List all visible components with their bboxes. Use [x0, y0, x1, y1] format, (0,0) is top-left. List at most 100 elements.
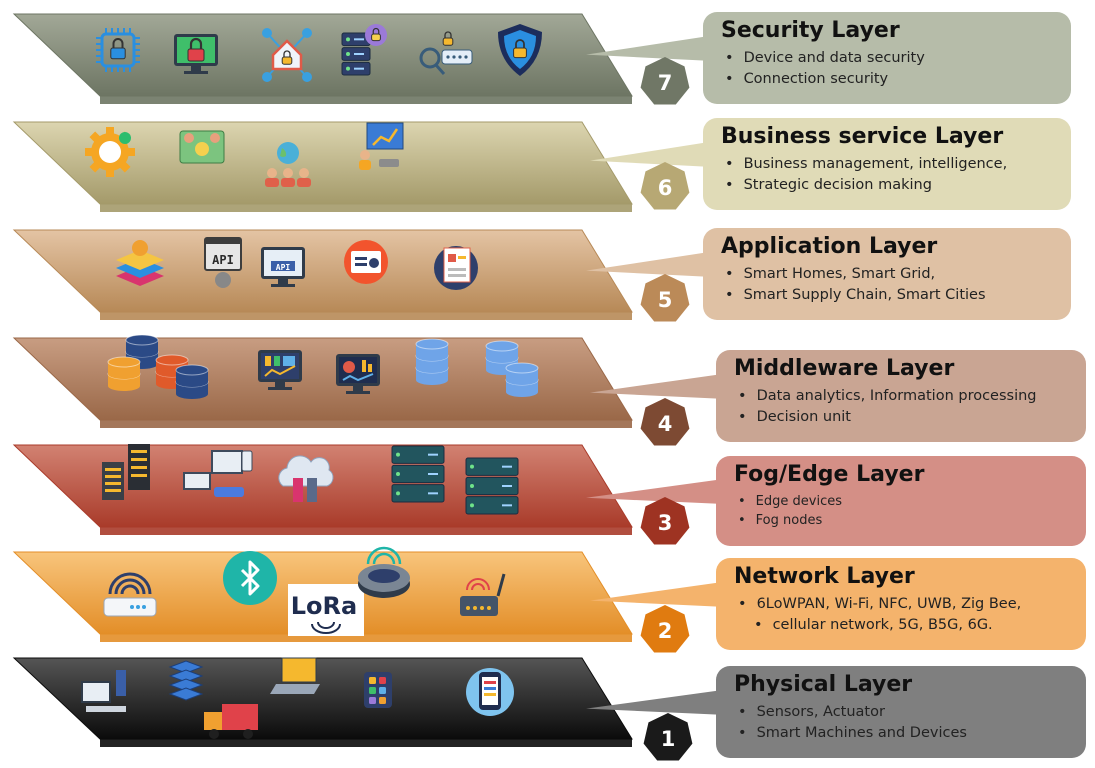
- rack-server-icon: [391, 445, 445, 503]
- callout-pointer: [590, 582, 718, 607]
- server-stack-icon: [168, 660, 204, 701]
- database-icon: [415, 338, 449, 385]
- analytics-monitor-icon: [336, 354, 380, 394]
- smartphone-apps-icon: [364, 672, 392, 708]
- layer-title: Business service Layer: [721, 124, 1004, 149]
- callout-pointer: [590, 142, 705, 167]
- layer-number: 2: [658, 619, 673, 643]
- modem-icon: [460, 573, 506, 616]
- presentation-chart-icon: [359, 122, 404, 170]
- layer-number: 7: [658, 71, 673, 95]
- layer-number-badge: [640, 162, 690, 210]
- layer-slab-edge: [100, 420, 632, 428]
- layer-number-badge: [640, 398, 690, 446]
- database-stacks-icon: [107, 334, 209, 399]
- settings-window-icon: [344, 240, 388, 284]
- layer-title: Fog/Edge Layer: [734, 462, 925, 487]
- callout-pointer: [586, 479, 718, 504]
- layer-slab-edge: [100, 312, 632, 320]
- layer-bullet: Smart Machines and Devices: [738, 723, 1072, 744]
- layer-title: Security Layer: [721, 18, 900, 43]
- wifi-router-icon: [103, 572, 157, 617]
- layer-bullet: Decision unit: [738, 407, 1072, 428]
- layer-number: 1: [661, 727, 676, 751]
- connected-devices-icon: [183, 450, 253, 497]
- layer-slab-7: [12, 13, 633, 97]
- computer-workstation-icon: [81, 670, 126, 712]
- layer-bullet: Business management, intelligence,: [725, 154, 1057, 175]
- layer-slab-edge: [100, 204, 632, 212]
- dashboard-monitor-icon: [258, 350, 302, 390]
- api-label: API: [212, 253, 234, 267]
- cloud-server-icon: [278, 455, 334, 502]
- home-network-lock-icon: [262, 28, 312, 82]
- layer-bullet: 6LoWPAN, Wi-Fi, NFC, UWB, Zig Bee,: [738, 594, 1072, 615]
- layer-number: 5: [658, 288, 673, 312]
- lora-label: LoRa: [291, 592, 357, 620]
- key-password-icon: [419, 31, 473, 75]
- layer-number: 4: [658, 412, 673, 436]
- layer-number-badge: [640, 274, 690, 322]
- code-gear-icon: [85, 127, 135, 177]
- global-team-icon: [265, 142, 311, 187]
- layer-box-6: Business service Layer Business manageme…: [703, 118, 1071, 210]
- layer-bullet: Edge devices: [738, 492, 1072, 511]
- layer-bullet: Sensors, Actuator: [738, 702, 1072, 723]
- layer-slab-edge: [100, 527, 632, 535]
- database-icon: [485, 340, 539, 397]
- wireless-router-icon: [358, 546, 410, 598]
- layer-box-5: Application Layer Smart Homes, Smart Gri…: [703, 228, 1071, 320]
- layer-bullet: Smart Homes, Smart Grid,: [725, 264, 1057, 285]
- layer-slab-4: [12, 337, 633, 421]
- layer-title: Physical Layer: [734, 672, 913, 697]
- mobile-phone-icon: [466, 668, 514, 716]
- layer-box-1: Physical Layer Sensors, Actuator Smart M…: [716, 666, 1086, 758]
- layer-slab-5: [12, 229, 633, 313]
- delivery-truck-icon: [204, 704, 258, 739]
- shield-lock-icon: [498, 24, 542, 76]
- api-label: API: [276, 263, 291, 272]
- callout-pointer: [586, 36, 705, 61]
- layer-slab-edge: [100, 634, 632, 642]
- money-transfer-icon: [179, 130, 225, 164]
- rack-server-icon: [465, 457, 519, 515]
- layer-box-2: Network Layer 6LoWPAN, Wi-Fi, NFC, UWB, …: [716, 558, 1086, 650]
- lora-logo-icon: LoRa: [288, 584, 364, 636]
- laptop-icon: [270, 657, 320, 694]
- layer-box-3: Fog/Edge Layer Edge devices Fog nodes: [716, 456, 1086, 546]
- layer-bullet: cellular network, 5G, B5G, 6G.: [738, 615, 1072, 636]
- layer-bullet: Strategic decision making: [725, 175, 1057, 196]
- layer-bullet: Smart Supply Chain, Smart Cities: [725, 285, 1057, 306]
- callout-pointer: [586, 690, 718, 715]
- layer-number-badge: [643, 713, 693, 761]
- layer-bullet: Fog nodes: [738, 511, 1072, 530]
- layer-box-7: Security Layer Device and data security …: [703, 12, 1071, 104]
- layer-title: Middleware Layer: [734, 356, 955, 381]
- layer-box-4: Middleware Layer Data analytics, Informa…: [716, 350, 1086, 442]
- layer-number-badge: [640, 57, 690, 105]
- server-lock-icon: [341, 24, 387, 76]
- layer-bullet: Connection security: [725, 69, 1057, 90]
- api-icon: API: [204, 237, 242, 288]
- report-document-icon: [434, 246, 478, 290]
- layer-bullet: Data analytics, Information processing: [738, 386, 1072, 407]
- api-monitor-icon: API: [261, 247, 305, 287]
- layer-number-badge: [640, 605, 690, 653]
- layer-bullet: Device and data security: [725, 48, 1057, 69]
- server-towers-icon: [102, 444, 150, 500]
- layer-number: 3: [658, 511, 673, 535]
- chip-lock-icon: [96, 28, 140, 72]
- callout-pointer: [590, 374, 718, 399]
- monitor-lock-icon: [174, 34, 218, 74]
- layers-gear-icon: [116, 240, 164, 286]
- callout-pointer: [586, 252, 705, 277]
- layer-number: 6: [658, 176, 673, 200]
- layer-title: Application Layer: [721, 234, 938, 259]
- layer-title: Network Layer: [734, 564, 915, 589]
- layer-slab-edge: [100, 96, 632, 104]
- layer-slab-edge: [100, 739, 632, 747]
- layer-number-badge: [640, 497, 690, 545]
- bluetooth-icon: [223, 551, 277, 605]
